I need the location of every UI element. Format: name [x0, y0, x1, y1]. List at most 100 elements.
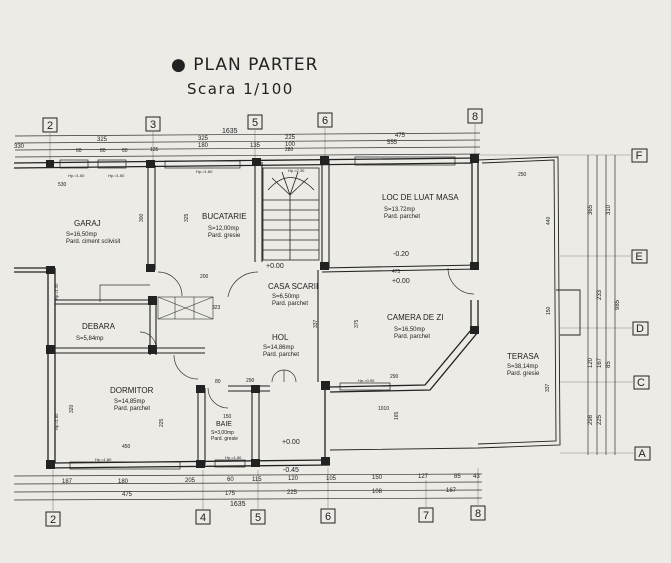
- dim-top-4: 475: [395, 133, 406, 139]
- grid-axis-6-bottom: 6: [320, 508, 336, 524]
- dim-top-10: 60: [76, 148, 82, 154]
- room-baie: BAIE S=3,00mp Pard. gresie: [211, 421, 238, 442]
- dim-bottom-3: 205: [185, 478, 196, 484]
- dim-top-14: 280: [285, 147, 294, 153]
- room-area: S=12,00mp: [208, 226, 240, 232]
- svg-text:8: 8: [472, 111, 478, 123]
- grid-axis-c: C: [633, 375, 650, 390]
- top-total-dim: 1635: [222, 128, 238, 135]
- dim-int-14: 290: [390, 374, 399, 380]
- window-label-1: Hp.=1.60: [68, 173, 85, 178]
- svg-text:4: 4: [200, 512, 206, 524]
- room-name: LOC DE LUAT MASA: [382, 193, 459, 202]
- grid-axis-3-top: 3: [145, 116, 161, 132]
- room-finish: Pard. gresie: [211, 436, 238, 442]
- level-stair: +0.00: [266, 263, 284, 270]
- svg-text:2: 2: [50, 514, 56, 526]
- window-label-6: Hp.=1.80: [95, 457, 112, 462]
- dim-bottom-9: 127: [418, 474, 429, 480]
- window-label-2: Hp.=1.60: [108, 173, 125, 178]
- room-finish: Pard. parchet: [263, 352, 299, 358]
- bottom-dimension-lines: [13, 473, 483, 501]
- grid-lines: [49, 123, 635, 512]
- dim-right-6: 225: [597, 414, 603, 425]
- grid-axis-2-bottom: 2: [45, 511, 61, 527]
- plan-title: ● PLAN PARTER: [171, 55, 318, 75]
- grid-axis-7-bottom: 7: [418, 507, 434, 523]
- dim-bottom-13: 175: [225, 491, 236, 497]
- grid-axis-f: F: [631, 148, 648, 163]
- window-label-9: Hp.=1.80: [54, 413, 59, 430]
- dim-top-6: 180: [198, 143, 209, 149]
- room-finish: Pard. parchet: [394, 334, 430, 340]
- room-name: BAIE: [216, 421, 232, 428]
- dim-bottom-10: 85: [454, 474, 461, 480]
- dim-bottom-15: 108: [372, 489, 383, 495]
- svg-text:C: C: [637, 377, 645, 389]
- room-finish: Pard. parchet: [384, 214, 420, 220]
- room-dormitor: DORMITOR S=14,85mp Pard. parchet: [110, 386, 154, 412]
- dim-right-7: 120: [588, 357, 594, 368]
- dim-top-3: 225: [285, 135, 296, 141]
- dim-bottom-7: 105: [326, 476, 337, 482]
- dim-int-3: 325: [184, 213, 190, 222]
- room-finish: Pard. parchet: [114, 406, 150, 412]
- dim-int-21: 80: [215, 379, 221, 385]
- grid-axis-2-top: 2: [42, 117, 58, 133]
- dim-top-13: 135: [150, 147, 159, 153]
- dim-right-5: 298: [588, 414, 594, 425]
- door-swings: [99, 267, 475, 409]
- svg-text:5: 5: [255, 512, 261, 524]
- level-living: +0.00: [392, 278, 410, 285]
- top-dimension-lines: [14, 132, 481, 158]
- right-dimension-lines: [587, 155, 616, 455]
- dim-top-11: 80: [100, 148, 106, 154]
- room-name: DORMITOR: [110, 386, 154, 395]
- plan-title-text: PLAN PARTER: [193, 55, 319, 75]
- dim-top-2: 325: [198, 136, 209, 142]
- dim-right-8: 167: [597, 357, 603, 368]
- svg-text:E: E: [635, 251, 642, 263]
- dim-int-18: 323: [212, 305, 221, 311]
- room-hol: HOL S=14,86mp Pard. parchet: [263, 333, 299, 358]
- room-area: S=3,00mp: [211, 430, 234, 436]
- svg-text:3: 3: [150, 119, 156, 131]
- bottom-total-dim: 1635: [230, 501, 246, 508]
- room-name: BUCATARIE: [202, 212, 247, 221]
- dim-top-12: 60: [122, 148, 128, 154]
- svg-text:D: D: [636, 323, 644, 335]
- svg-text:F: F: [636, 150, 643, 162]
- grid-axis-8-top: 8: [467, 108, 483, 124]
- stair-hatch: [157, 296, 214, 320]
- dim-bottom-5: 115: [252, 477, 262, 483]
- level-bath: +0.00: [282, 439, 300, 446]
- window-label-3: Hp.=1.60: [196, 169, 213, 174]
- dim-bottom-8: 150: [372, 475, 383, 481]
- level-dining: -0.20: [393, 251, 409, 258]
- svg-text:6: 6: [325, 511, 331, 523]
- structural-columns: [46, 154, 479, 469]
- dim-int-19: 290: [246, 378, 255, 384]
- dim-right-3: 985: [615, 299, 621, 310]
- room-terasa: TERASA S=38,14mp Pard. gresie: [507, 352, 540, 377]
- dim-bottom-2: 180: [118, 479, 129, 485]
- dim-int-13: 450: [122, 444, 131, 450]
- room-finish: Pard. parchet: [272, 301, 308, 307]
- dim-int-15: 1010: [378, 406, 389, 412]
- grid-axis-8-bottom: 8: [470, 505, 486, 521]
- dim-top-8: 100: [285, 142, 296, 148]
- grid-axis-a: A: [634, 446, 651, 461]
- dim-bottom-12: 475: [122, 492, 133, 498]
- dim-bottom-6: 120: [288, 476, 299, 482]
- dim-bottom-14: 225: [287, 490, 298, 496]
- room-area: S=13.72mp: [384, 207, 416, 213]
- room-finish: Pard. gresie: [507, 371, 540, 377]
- grid-axis-5-bottom: 5: [250, 509, 266, 525]
- svg-text:2: 2: [47, 120, 53, 132]
- dim-right-4: 310: [606, 204, 612, 215]
- plan-scale: Scara 1/100: [187, 80, 294, 98]
- dim-int-8: 375: [354, 319, 360, 328]
- dim-int-11: 165: [394, 411, 400, 420]
